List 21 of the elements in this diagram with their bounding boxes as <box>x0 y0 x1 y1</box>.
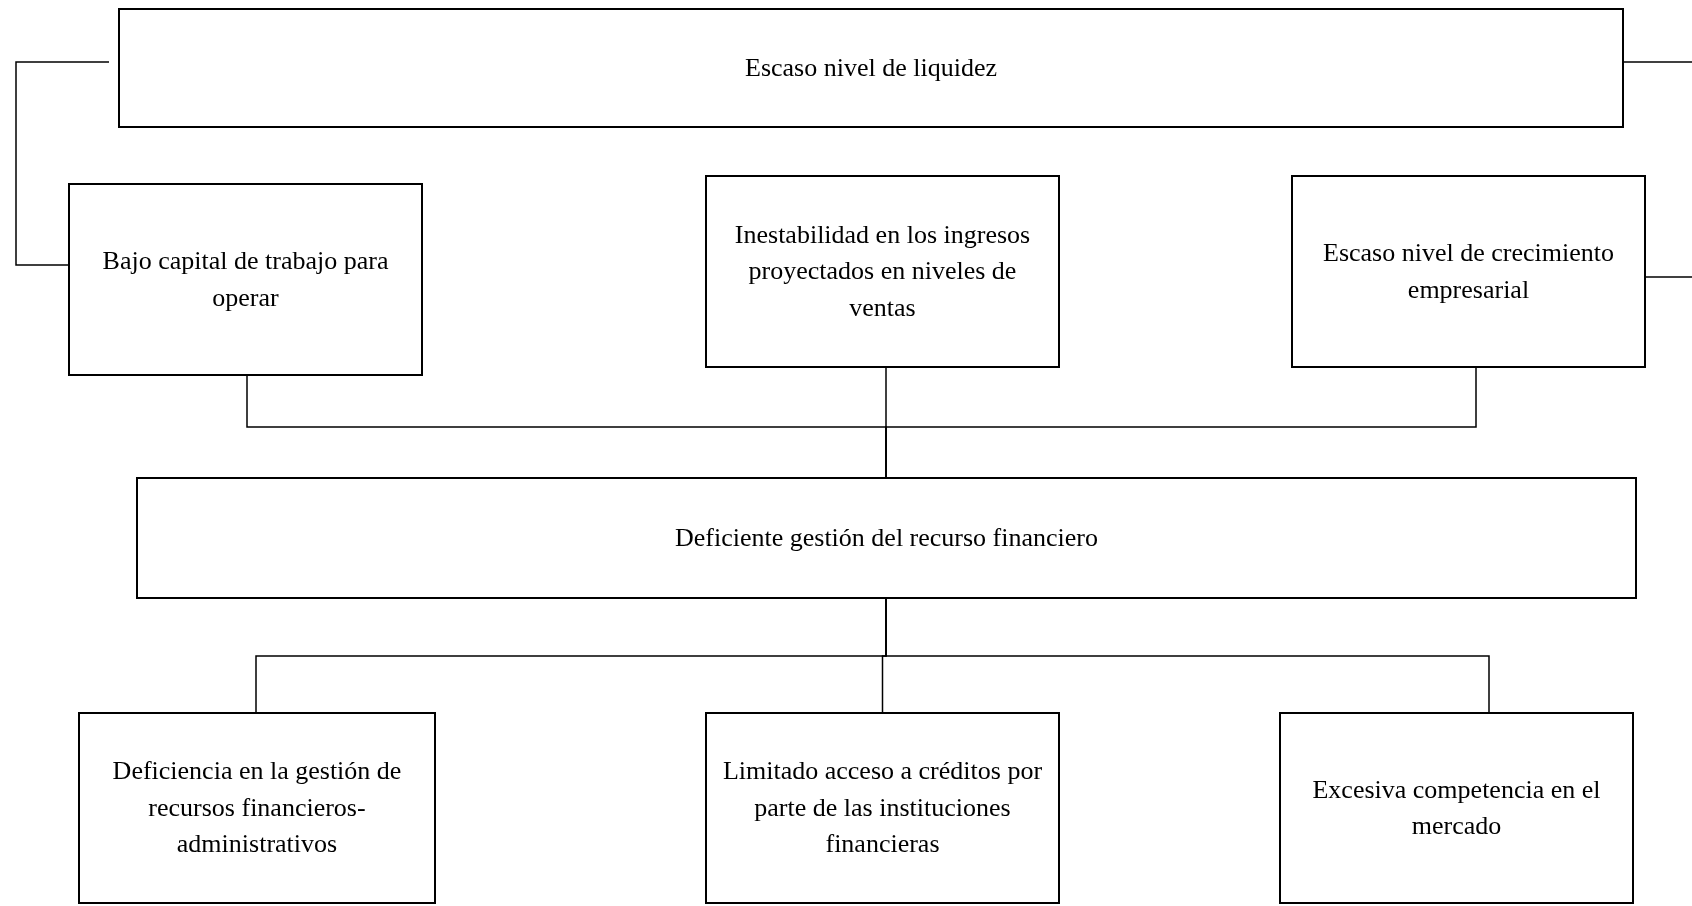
text-box <box>1279 712 1634 904</box>
box-text: Bajo capital de trabajo para operar <box>101 245 390 314</box>
text-box <box>68 183 423 376</box>
connector-line <box>885 367 1477 478</box>
connector-line <box>15 61 110 266</box>
box-text: Inestabilidad en los ingresos proyectados en niveles de ventas <box>733 218 1032 324</box>
box-text: Deficiencia en la gestión de recursos financieros-administrativos <box>111 755 403 861</box>
box-text: Deficiente gestión del recurso financiero <box>674 521 1098 554</box>
text-box <box>118 8 1624 128</box>
text-box <box>78 712 436 904</box>
connector-line <box>885 598 1490 713</box>
text-box <box>705 712 1060 904</box>
box-text: Limitado acceso a créditos por parte de las instituciones financieras <box>721 755 1044 861</box>
connector-line <box>1623 61 1692 63</box>
text-box <box>136 477 1637 599</box>
box-text: Escaso nivel de crecimiento empresarial <box>1322 237 1615 306</box>
box-text: Escaso nivel de liquidez <box>745 51 997 84</box>
text-box <box>705 175 1060 368</box>
connector-line <box>1645 276 1692 278</box>
text-box <box>1291 175 1646 368</box>
box-text: Excesiva competencia en el mercado <box>1311 773 1602 842</box>
